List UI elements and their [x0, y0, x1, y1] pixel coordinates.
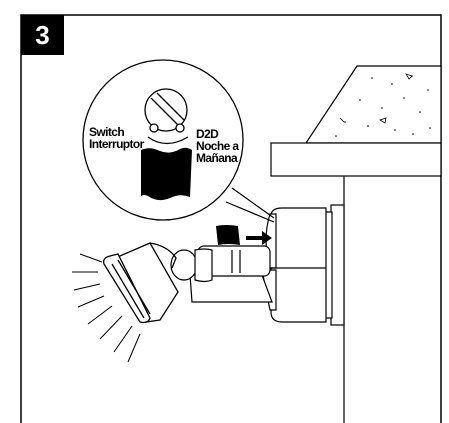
mode-label-line2: Noche a [196, 139, 239, 153]
switch-label-line1: Switch [89, 125, 125, 139]
floodlight-head [102, 242, 179, 324]
switch-label-line2: Interruptor [89, 137, 144, 151]
zoom-inset-circle [82, 59, 244, 221]
light-rays [72, 253, 141, 363]
mode-label: D2D Noche a Mañana [196, 127, 239, 165]
concrete-ceiling [304, 65, 442, 144]
switch-label-patch [216, 225, 240, 245]
switch-label: Switch Interruptor [89, 126, 144, 150]
step-number-badge: 3 [21, 15, 64, 55]
rotary-switch-icon [144, 88, 189, 145]
mounting-plate [323, 204, 345, 326]
sensor-housing [261, 207, 327, 323]
mode-label-line3: Mañana [196, 151, 238, 165]
callout-pointer [225, 187, 275, 223]
mode-label-line1: D2D [196, 127, 219, 141]
right-arrow-icon [246, 231, 272, 245]
label-block [141, 147, 192, 201]
soffit-slab [270, 142, 442, 177]
lamp-bracket [170, 245, 273, 303]
panel-border [20, 14, 442, 423]
